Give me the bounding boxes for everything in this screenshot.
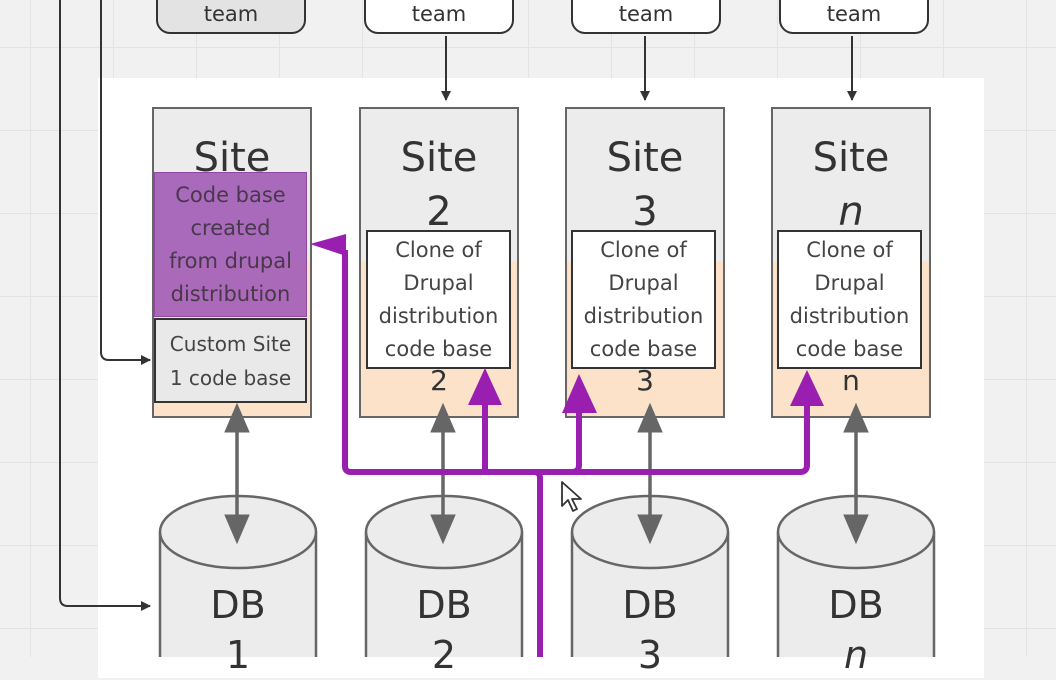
custom-site-codebase-box[interactable]: Custom Site 1 code base xyxy=(154,318,307,403)
distribution-arrowheads xyxy=(310,234,824,413)
feed-line-db1 xyxy=(59,0,151,611)
team-box-n[interactable]: team xyxy=(779,0,929,34)
site-index: 3 xyxy=(636,364,654,397)
team-label: team xyxy=(618,2,674,26)
team-label: team xyxy=(411,2,467,26)
site-index: n xyxy=(842,364,860,397)
diagram-connectors xyxy=(59,0,936,657)
feed-line-custom xyxy=(100,0,151,365)
site-db-arrow-1 xyxy=(224,402,250,545)
clone-box-site-3[interactable]: Clone of Drupal distribution code base xyxy=(571,230,716,369)
team-box-3[interactable]: team xyxy=(571,0,721,34)
site-index: 2 xyxy=(430,364,448,397)
drupal-distribution-codebase-box[interactable]: Code base created from drupal distributi… xyxy=(154,172,307,317)
distribution-arrows xyxy=(342,250,810,657)
team-label: team xyxy=(826,2,882,26)
team-label: team xyxy=(203,2,259,26)
team-box-2[interactable]: team xyxy=(364,0,514,34)
mouse-cursor-icon xyxy=(561,481,582,512)
site-db-arrow-n xyxy=(843,402,869,545)
site-db-arrow-3 xyxy=(637,402,663,545)
team-box-1[interactable]: team xyxy=(156,0,306,34)
clone-box-site-2[interactable]: Clone of Drupal distribution code base xyxy=(366,230,511,369)
clone-box-site-n[interactable]: Clone of Drupal distribution code base xyxy=(777,230,922,369)
